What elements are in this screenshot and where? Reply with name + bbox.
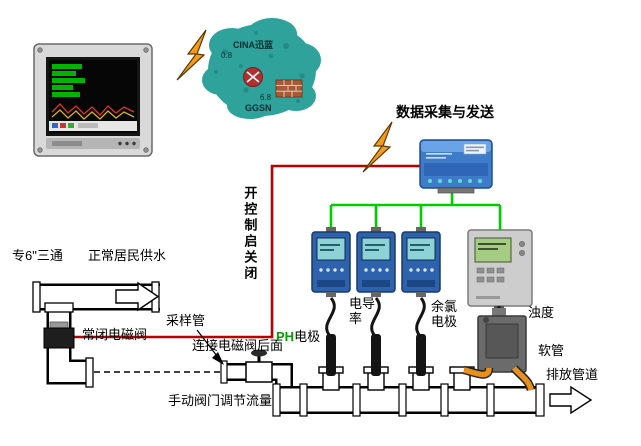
label-water-supply: 正常居民供水 (88, 248, 167, 263)
label-discharge-pipe: 排放管道 (546, 367, 599, 382)
label-ph-electrode: PH电极 (276, 329, 320, 344)
wireless-cloud (202, 18, 321, 119)
ph-electrode-probe (325, 297, 336, 376)
label-turbidity: 浊度 (528, 305, 555, 320)
monitor (33, 43, 153, 157)
cloud-value-2: 6.8 (260, 93, 272, 102)
chlorine-electrode-probe (415, 297, 426, 376)
monitor-buttons (118, 141, 136, 146)
data-collector (419, 139, 493, 194)
label-ph-suffix: 电极 (294, 329, 321, 344)
label-solenoid-valve: 常闭电磁阀 (82, 327, 148, 342)
soft-hose-left (463, 365, 494, 379)
flow-arrow-discharge (549, 385, 593, 415)
flow-arrow-supply (115, 281, 160, 312)
cloud-texture (213, 31, 305, 103)
cloud-value-1: 0.8 (221, 51, 233, 60)
collector-leds (428, 179, 482, 183)
cloud-network-label: CINA迅蓝 (233, 40, 273, 50)
label-conductivity: 电导率 (349, 296, 376, 327)
label-control-switch: 开控制启关闭 (242, 186, 258, 282)
manual-valve (245, 349, 273, 383)
label-ph-abbr: PH (276, 329, 295, 344)
ph-transmitter (311, 227, 351, 297)
label-data-collection: 数据采集与发送 (396, 104, 494, 120)
turbidity-flow-cell (477, 308, 527, 373)
collector-connector (437, 187, 475, 194)
label-hose: 软管 (538, 343, 565, 358)
label-sampling-pipe: 采样管 (166, 313, 206, 328)
conductivity-electrode-probe (370, 297, 381, 376)
turbidity-meter (467, 229, 533, 312)
screen-curve-red (51, 103, 135, 116)
control-line-red (74, 164, 420, 339)
supply-riser-pipe (43, 302, 94, 388)
screen-curve-yellow (51, 109, 135, 120)
collector-label (463, 143, 487, 155)
router-icon (243, 67, 263, 87)
label-manual-valve: 手动阀门调节流量 (168, 393, 273, 408)
conductivity-transmitter (356, 227, 396, 297)
screen-bars (52, 64, 85, 97)
sampling-pointer-arrow (196, 329, 224, 365)
lightning-bolt-1 (176, 29, 207, 81)
main-sample-pipe (272, 383, 545, 417)
cloud-ggsn-label: GGSN (245, 103, 272, 113)
lightning-bolt-2 (362, 121, 393, 173)
monitor-screws (37, 47, 149, 153)
screen-taskbar-ticks (52, 123, 98, 128)
soft-hose-right (510, 365, 536, 392)
solenoid-valve (43, 321, 75, 349)
label-tee: 专6"三通 (12, 248, 63, 263)
signal-lines-green (329, 189, 502, 232)
label-chlorine-electrode: 余氯电极 (431, 299, 458, 330)
label-connect-behind-valve: 连接电磁阀后面 (192, 338, 284, 353)
firewall-icon (275, 79, 303, 98)
chlorine-transmitter (401, 227, 441, 297)
